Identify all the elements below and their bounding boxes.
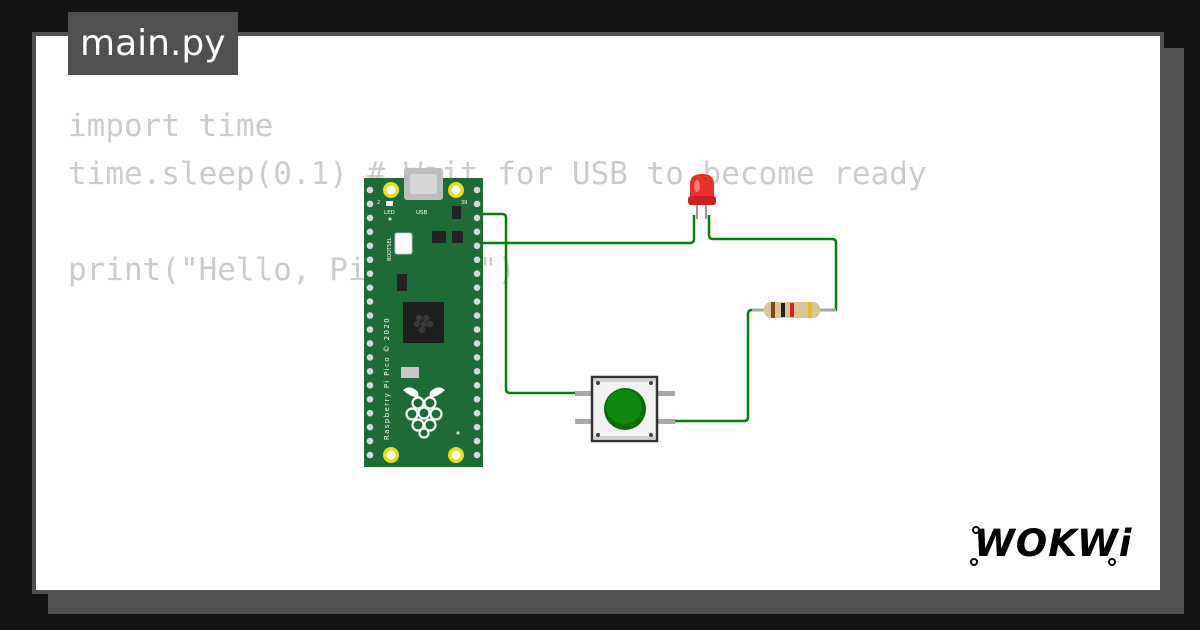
pico-pin[interactable] <box>473 214 481 222</box>
simulator-card: import time time.sleep(0.1) # Wait for US… <box>32 32 1164 594</box>
wire-pico-to-led <box>472 215 696 245</box>
code-line-2: time.sleep(0.1) # Wait for USB to become… <box>68 156 927 192</box>
usb-label: USB <box>416 210 428 216</box>
svg-text:WOKWi: WOKWi <box>974 522 1133 565</box>
pico-pin[interactable] <box>473 340 481 347</box>
pico-pin[interactable] <box>473 409 481 417</box>
pico-pins-left <box>366 186 374 459</box>
pico-pin[interactable] <box>473 200 481 208</box>
pico-board[interactable]: 2 39 LED USB BOOTSEL Raspberry Pi Pico ©… <box>364 168 483 467</box>
pico-pin[interactable] <box>473 256 481 264</box>
pico-pin[interactable] <box>366 437 374 445</box>
pico-pin[interactable] <box>473 368 481 375</box>
pico-pin[interactable] <box>473 326 481 333</box>
pico-pin[interactable] <box>473 354 481 361</box>
pico-pin[interactable] <box>473 451 481 459</box>
pico-pin[interactable] <box>473 382 481 389</box>
pico-pin[interactable] <box>366 256 374 264</box>
pico-pin[interactable] <box>473 312 481 319</box>
bootsel-button[interactable] <box>394 232 413 255</box>
chip-small-3 <box>452 231 463 243</box>
pico-pin[interactable] <box>473 284 481 291</box>
pico-pin[interactable] <box>366 354 374 361</box>
pico-pin[interactable] <box>473 270 481 278</box>
pico-pin[interactable] <box>473 437 481 445</box>
wire-led-to-resistor <box>707 215 838 312</box>
pico-pin[interactable] <box>366 270 374 278</box>
wokwi-logo[interactable]: WOKWi <box>968 518 1148 574</box>
silk-pin-2: 2 <box>377 200 380 206</box>
pico-pin[interactable] <box>473 395 481 403</box>
board-brand-label: Raspberry Pi Pico © 2020 <box>383 317 391 440</box>
chip-small-4 <box>397 274 407 291</box>
pico-pin[interactable] <box>366 214 374 222</box>
wire-resistor-to-button <box>672 308 763 423</box>
pico-pin[interactable] <box>366 312 374 319</box>
pico-pin[interactable] <box>366 284 374 291</box>
pico-pin[interactable] <box>473 423 481 431</box>
pico-pin[interactable] <box>366 228 374 236</box>
pico-pins-right <box>473 186 481 459</box>
led-label: LED <box>384 210 395 216</box>
chip-small-2 <box>432 231 446 243</box>
pico-pin[interactable] <box>473 228 481 236</box>
pico-pin[interactable] <box>366 368 374 375</box>
pico-pin[interactable] <box>366 395 374 403</box>
pico-pin[interactable] <box>366 326 374 333</box>
crystal <box>401 367 419 378</box>
pico-pin[interactable] <box>366 409 374 417</box>
raspberry-small-icon <box>413 314 434 334</box>
file-tab[interactable]: main.py <box>68 12 238 75</box>
pico-pin[interactable] <box>366 451 374 459</box>
pico-pin[interactable] <box>366 200 374 208</box>
resistor[interactable] <box>752 302 836 318</box>
pico-pin[interactable] <box>366 423 374 431</box>
code-line-1: import time <box>68 108 274 144</box>
bootsel-label: BOOTSEL <box>387 237 393 261</box>
wire-pico-to-button <box>472 212 592 395</box>
onboard-led <box>386 201 393 206</box>
pico-pin[interactable] <box>366 242 374 250</box>
pico-pin[interactable] <box>366 340 374 347</box>
silk-pin-39: 39 <box>461 200 467 206</box>
pico-pin[interactable] <box>473 298 481 305</box>
circuit-canvas: 2 39 LED USB BOOTSEL Raspberry Pi Pico ©… <box>364 168 838 467</box>
pico-pin[interactable] <box>473 242 481 250</box>
red-led[interactable] <box>688 174 716 219</box>
push-button[interactable] <box>575 375 675 443</box>
pico-pin[interactable] <box>473 186 481 194</box>
chip-small-1 <box>452 206 461 219</box>
pico-pin[interactable] <box>366 382 374 389</box>
raspberry-logo-icon <box>403 387 445 439</box>
pico-pin[interactable] <box>366 186 374 194</box>
wires <box>472 212 838 423</box>
pico-pin[interactable] <box>366 298 374 305</box>
